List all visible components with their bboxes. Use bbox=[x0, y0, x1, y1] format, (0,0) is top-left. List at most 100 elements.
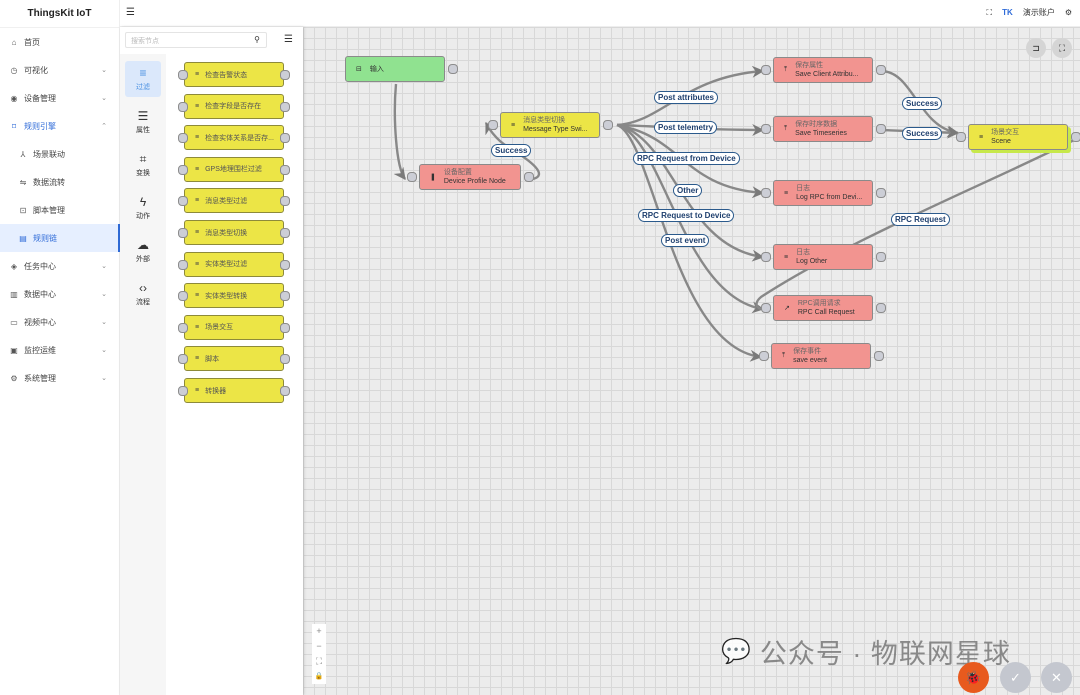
output-port[interactable] bbox=[876, 188, 886, 198]
search-icon[interactable]: ⚲ bbox=[254, 35, 260, 44]
output-port[interactable] bbox=[876, 65, 886, 75]
search-placeholder: 搜索节点 bbox=[131, 38, 159, 45]
menu-data-center[interactable]: ▥数据中心⌄ bbox=[0, 280, 119, 308]
input-port[interactable] bbox=[759, 351, 769, 361]
output-port[interactable] bbox=[876, 303, 886, 313]
filter-icon: ≡ bbox=[195, 165, 200, 173]
palette-node[interactable]: ≡检查字段是否存在 bbox=[178, 93, 290, 119]
output-port[interactable] bbox=[1071, 132, 1080, 142]
menu-task-center[interactable]: ◈任务中心⌄ bbox=[0, 252, 119, 280]
zoom-controls: + − ⛶ 🔒 bbox=[312, 624, 326, 684]
palette-node[interactable]: ≡实体类型过滤 bbox=[178, 251, 290, 277]
zoom-in-icon[interactable]: + bbox=[316, 626, 322, 636]
menu-rule-chain[interactable]: ▤规则链 bbox=[0, 224, 120, 252]
palette-node[interactable]: ≡实体类型转换 bbox=[178, 283, 290, 309]
account-name[interactable]: 演示账户 bbox=[1022, 8, 1055, 17]
debug-button[interactable]: 🐞 bbox=[958, 662, 989, 693]
exit-icon[interactable]: ⊐ bbox=[1026, 38, 1046, 58]
edge-label-success[interactable]: Success bbox=[491, 144, 532, 157]
palette-menu-icon[interactable]: ☰ bbox=[284, 34, 293, 45]
edge-label-rpc-from-device[interactable]: RPC Request from Device bbox=[633, 152, 740, 165]
zoom-out-icon[interactable]: − bbox=[316, 641, 322, 651]
menu-label: 监控运维 bbox=[24, 345, 56, 355]
input-port[interactable] bbox=[761, 252, 771, 262]
output-port[interactable] bbox=[874, 351, 884, 361]
settings-icon[interactable]: ⚙ bbox=[1064, 8, 1072, 17]
palette-node[interactable]: ≡检查实体关系是否存... bbox=[178, 125, 290, 151]
input-port[interactable] bbox=[488, 120, 498, 130]
edge-label-post-event[interactable]: Post event bbox=[661, 234, 710, 247]
palette-node[interactable]: ≡消息类型过滤 bbox=[178, 188, 290, 214]
menu-scene-linkage[interactable]: ⅄场景联动 bbox=[0, 140, 119, 168]
output-port[interactable] bbox=[876, 252, 886, 262]
palette-node[interactable]: ≡脚本 bbox=[178, 346, 290, 372]
fullscreen-icon[interactable]: ⛶ bbox=[1052, 38, 1072, 58]
input-port[interactable] bbox=[761, 303, 771, 313]
edge-label-success-attr[interactable]: Success bbox=[902, 97, 943, 110]
output-port[interactable] bbox=[876, 124, 886, 134]
menu-rule-engine[interactable]: ⌑规则引擎⌃ bbox=[0, 112, 119, 140]
menu-home[interactable]: ⌂首页 bbox=[0, 28, 119, 56]
chevron-down-icon: ⌄ bbox=[101, 291, 107, 298]
category-attribute[interactable]: ☰属性 bbox=[125, 104, 161, 140]
settings-icon: ⚙ bbox=[10, 373, 18, 383]
input-port bbox=[178, 291, 188, 302]
menu-device-management[interactable]: ◉设备管理⌄ bbox=[0, 84, 119, 112]
input-port[interactable] bbox=[407, 172, 417, 182]
palette-node[interactable]: ≡GPS地理围栏过滤 bbox=[178, 156, 290, 182]
node-search-input[interactable]: 搜索节点 ⚲ bbox=[125, 32, 267, 48]
menu-system-management[interactable]: ⚙系统管理⌄ bbox=[0, 364, 119, 392]
output-port[interactable] bbox=[603, 120, 613, 130]
output-port[interactable] bbox=[524, 172, 534, 182]
edge-label-rpc-request[interactable]: RPC Request bbox=[891, 213, 950, 226]
category-flow[interactable]: ‹›流程 bbox=[125, 276, 161, 312]
input-port[interactable] bbox=[956, 132, 966, 142]
apply-button[interactable]: ✓ bbox=[1000, 662, 1031, 693]
palette-node[interactable]: ≡场景交互 bbox=[178, 314, 290, 340]
lock-icon[interactable]: 🔒 bbox=[314, 673, 324, 680]
edge-label-post-telemetry[interactable]: Post telemetry bbox=[654, 121, 718, 134]
palette-node[interactable]: ≡检查告警状态 bbox=[178, 62, 290, 87]
cancel-button[interactable]: ✕ bbox=[1041, 662, 1072, 693]
fullscreen-icon[interactable]: ⛶ bbox=[986, 7, 993, 17]
menu-collapse-icon[interactable]: ☰ bbox=[126, 7, 135, 18]
palette-node[interactable]: ≡转换器 bbox=[178, 378, 290, 403]
edge-label-post-attributes[interactable]: Post attributes bbox=[654, 91, 719, 104]
input-port[interactable] bbox=[761, 124, 771, 134]
menu-visualization[interactable]: ◷可视化⌄ bbox=[0, 56, 119, 84]
edge-label-success-ts[interactable]: Success bbox=[902, 127, 943, 140]
menu-video-center[interactable]: ▭视频中心⌄ bbox=[0, 308, 119, 336]
menu-monitoring[interactable]: ▣监控运维⌄ bbox=[0, 336, 119, 364]
node-subtitle: Save Client Attribu... bbox=[795, 71, 859, 78]
input-port[interactable] bbox=[761, 65, 771, 75]
edge-label-rpc-to-device[interactable]: RPC Request to Device bbox=[638, 209, 735, 222]
watermark: 💬公众号 · 物联网星球 bbox=[721, 632, 1011, 671]
menu-script-management[interactable]: ⊡脚本管理 bbox=[0, 196, 119, 224]
fit-view-icon[interactable]: ⛶ bbox=[315, 656, 323, 666]
edge-label-other[interactable]: Other bbox=[673, 184, 703, 197]
crop-icon: ⌗ bbox=[139, 151, 147, 166]
menu-label: 场景联动 bbox=[33, 149, 65, 159]
category-filter[interactable]: ≡过滤 bbox=[125, 61, 161, 97]
edge-input-to-device-profile bbox=[393, 83, 407, 180]
category-transform[interactable]: ⌗变换 bbox=[125, 147, 161, 183]
palette-node[interactable]: ≡消息类型切换 bbox=[178, 220, 290, 245]
output-port bbox=[280, 354, 290, 365]
menu-data-flow[interactable]: ⇋数据流转 bbox=[0, 168, 119, 196]
input-port[interactable] bbox=[761, 188, 771, 198]
node-input[interactable]: ⊟输入 bbox=[345, 56, 458, 82]
chevron-down-icon: ⌄ bbox=[101, 67, 107, 74]
category-external[interactable]: ☁外部 bbox=[125, 233, 161, 269]
output-port[interactable] bbox=[448, 64, 458, 74]
